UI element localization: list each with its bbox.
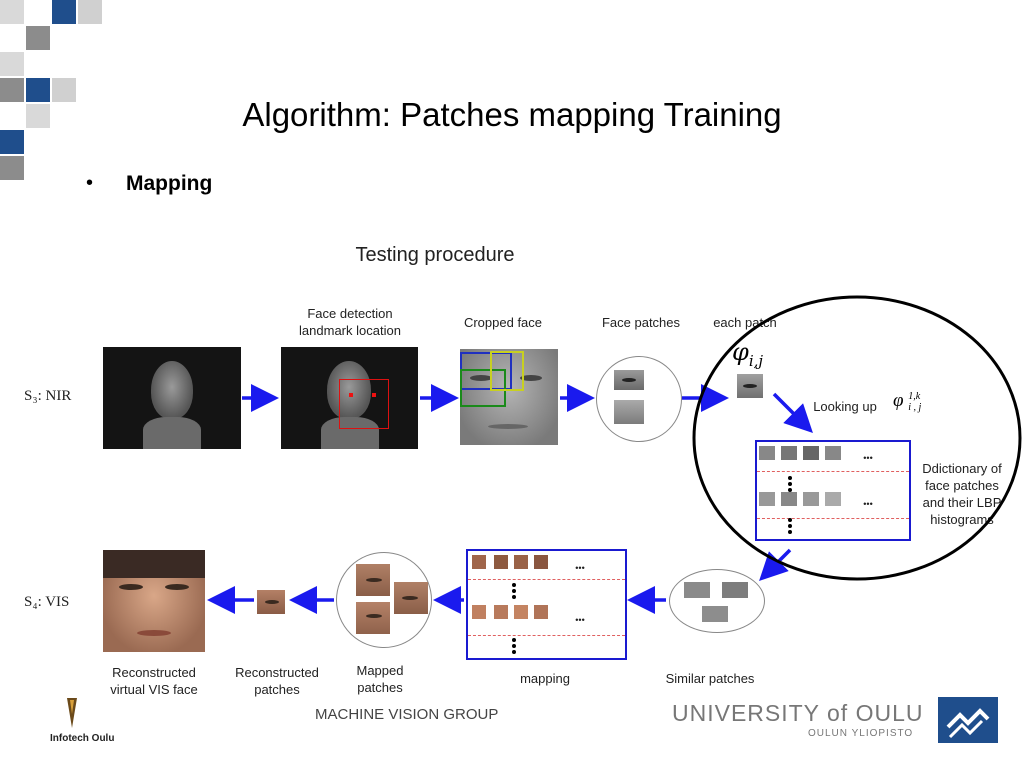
map-ellipsis-1: •••	[575, 563, 585, 573]
similar-patch-image-3	[702, 606, 728, 622]
dict-ellipsis-2: •••	[863, 499, 873, 509]
label-reconstructed-face-line-2: virtual VIS face	[110, 682, 198, 697]
row-label-vis: S₄: VIS	[24, 594, 70, 610]
label-reconstructed-face: Reconstructed virtual VIS face	[94, 664, 214, 698]
phi-large-subscript: i,j	[748, 351, 764, 370]
map-ellipsis-2: •••	[575, 615, 585, 625]
label-dictionary: Ddictionary of face patches and their LB…	[912, 460, 1012, 528]
label-face-detection-line-1: Face detection	[307, 306, 393, 321]
face-patches-circle	[596, 356, 682, 442]
landmark-face-photo	[281, 347, 418, 449]
label-similar-patches: Similar patches	[665, 671, 755, 686]
figure-heading: Testing procedure	[355, 244, 515, 266]
mapped-patch-image-2	[394, 582, 428, 614]
arrow-dictionary-to-similar	[759, 548, 792, 581]
label-looking-up: Looking up	[813, 399, 877, 414]
cropped-face-photo	[460, 349, 558, 445]
phi-symbol-large: φi,j	[732, 338, 763, 370]
nose-patch-image	[614, 400, 644, 424]
dict-ellipsis-1: •••	[863, 453, 873, 463]
label-dictionary-line-1: Ddictionary of	[922, 461, 1002, 476]
label-cropped-face: Cropped face	[463, 315, 543, 330]
row-label-nir: S₃: NIR	[24, 388, 72, 404]
label-reconstructed-patches: Reconstructed patches	[222, 664, 332, 698]
phi-small-subscript: i , j	[908, 401, 922, 413]
label-reconstructed-face-line-1: Reconstructed	[112, 665, 196, 680]
eye-patch-image	[614, 370, 644, 390]
university-subtitle: OULUN YLIOPISTO	[808, 728, 914, 739]
label-dictionary-line-2: face patches	[925, 478, 999, 493]
bullet-marker: •	[86, 172, 94, 194]
vis-face-photo	[103, 550, 205, 652]
label-reconstructed-patches-line-2: patches	[254, 682, 300, 697]
label-face-detection: Face detection landmark location	[280, 305, 420, 339]
label-each-patch: each patch	[713, 315, 777, 330]
each-patch-image	[737, 374, 763, 398]
label-reconstructed-patches-line-1: Reconstructed	[235, 665, 319, 680]
phi-small-superscript: 1,k	[908, 390, 921, 402]
reconstructed-patch-image	[257, 590, 285, 614]
bullet-text: Mapping	[126, 172, 213, 195]
label-mapped-patches: Mapped patches	[330, 662, 430, 696]
label-mapped-patches-line-2: patches	[357, 680, 403, 695]
mapping-box	[466, 549, 627, 660]
infotech-logo	[64, 698, 80, 728]
university-logo	[938, 697, 998, 743]
label-dictionary-line-3: and their LBP	[922, 495, 1002, 510]
footer-group-name: MACHINE VISION GROUP	[315, 706, 499, 723]
label-mapping: mapping	[520, 671, 570, 686]
label-dictionary-line-4: histograms	[930, 512, 994, 527]
label-face-patches: Face patches	[601, 315, 681, 330]
phi-small-indices: 1,k i , j	[908, 391, 921, 413]
nir-face-photo	[103, 347, 241, 449]
phi-symbol-small: φ 1,k i , j	[893, 390, 921, 413]
infotech-label: Infotech Oulu	[50, 733, 115, 744]
mapped-patch-image-3	[356, 602, 390, 634]
phi-small-glyph: φ	[893, 390, 904, 411]
mapped-patch-image-1	[356, 564, 390, 596]
slide-title: Algorithm: Patches mapping Training	[242, 96, 782, 133]
phi-large-glyph: φ	[732, 338, 749, 366]
infotech-flame-icon	[67, 698, 77, 728]
university-emblem-icon	[946, 708, 990, 739]
similar-patch-image-1	[684, 582, 710, 598]
similar-patches-circle	[669, 569, 765, 633]
university-name: UNIVERSITY of OULU	[672, 700, 924, 726]
label-face-detection-line-2: landmark location	[299, 323, 401, 338]
similar-patch-image-2	[722, 582, 748, 598]
label-mapped-patches-line-1: Mapped	[356, 663, 404, 678]
